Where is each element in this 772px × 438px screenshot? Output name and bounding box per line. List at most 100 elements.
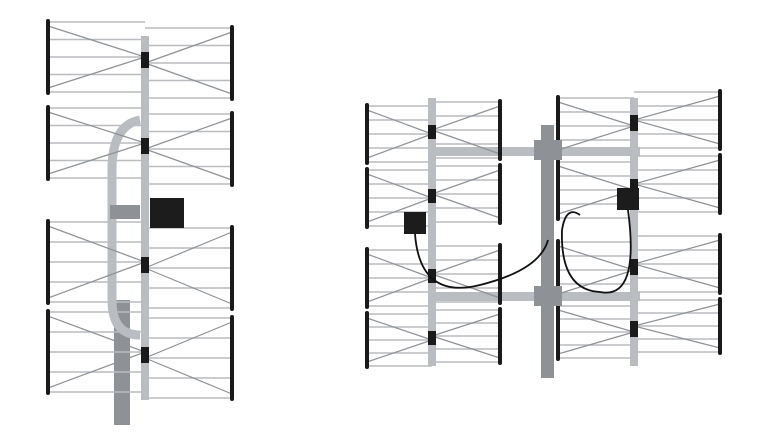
bowtie-wire xyxy=(47,111,146,144)
end-cap xyxy=(718,153,722,215)
bowtie-wire xyxy=(431,335,501,359)
antenna-panel xyxy=(428,99,502,161)
end-cap xyxy=(365,311,369,369)
end-cap xyxy=(498,307,502,365)
bowtie-wire xyxy=(366,109,433,135)
feed-clip xyxy=(141,144,149,154)
antenna-panel xyxy=(141,225,234,311)
balun-box xyxy=(617,188,639,210)
bowtie-wire xyxy=(144,117,233,150)
bowtie-wire xyxy=(144,321,233,359)
end-cap xyxy=(230,111,234,187)
antenna-panel xyxy=(141,111,234,187)
feed-clip xyxy=(141,257,149,267)
bowtie-wire xyxy=(431,193,501,219)
feed-clip xyxy=(428,125,436,135)
bowtie-wire xyxy=(557,125,635,151)
bowtie-wire xyxy=(557,331,635,355)
bowtie-wire xyxy=(47,351,146,389)
feed-clip xyxy=(630,321,638,331)
bowtie-wire xyxy=(366,173,433,199)
bowtie-wire xyxy=(633,263,721,289)
end-cap xyxy=(46,219,50,305)
bowtie-wire xyxy=(144,62,233,95)
mast-clamp xyxy=(534,286,562,306)
bowtie-wire xyxy=(47,261,146,299)
feed-clip xyxy=(630,259,638,269)
bowtie-wire xyxy=(47,315,146,353)
antenna-panel xyxy=(428,163,502,225)
antenna-panel xyxy=(141,315,234,401)
bowtie-wire xyxy=(366,277,433,303)
end-cap xyxy=(46,309,50,395)
bowtie-wire xyxy=(431,313,501,337)
feed-clip xyxy=(141,263,149,273)
bowtie-wire xyxy=(366,253,433,279)
bowtie-wire xyxy=(633,239,721,265)
bowtie-wire xyxy=(557,245,635,271)
end-cap xyxy=(230,315,234,401)
left-antenna xyxy=(46,19,234,425)
coax-cable xyxy=(561,209,632,294)
coax-cable xyxy=(414,233,549,289)
bowtie-wire xyxy=(144,267,233,305)
bowtie-wire xyxy=(144,148,233,181)
feed-clip xyxy=(141,138,149,148)
feed-clip xyxy=(630,115,638,125)
end-cap xyxy=(498,163,502,225)
end-cap xyxy=(230,225,234,311)
antenna-panel xyxy=(556,303,638,361)
boom xyxy=(428,98,436,366)
bowtie-wire xyxy=(366,197,433,223)
feed-clip xyxy=(428,189,436,199)
feed-clip xyxy=(428,331,436,341)
bowtie-wire xyxy=(633,183,721,209)
antenna-panel xyxy=(428,307,502,365)
bowtie-wire xyxy=(366,133,433,159)
antenna-panel xyxy=(46,219,149,305)
antenna-panel xyxy=(46,105,149,181)
end-cap xyxy=(718,233,722,295)
support-arm xyxy=(107,115,142,340)
end-cap xyxy=(365,167,369,229)
bowtie-wire xyxy=(557,101,635,127)
mast-clamp xyxy=(110,205,140,219)
right-antenna xyxy=(365,89,722,378)
antenna-panel xyxy=(46,309,149,395)
end-cap xyxy=(556,303,560,361)
bowtie-wire xyxy=(557,165,635,191)
boom xyxy=(630,98,638,366)
bowtie-wire xyxy=(633,95,721,121)
bowtie-wire xyxy=(431,273,501,299)
antenna-panel xyxy=(630,89,722,151)
feed-clip xyxy=(141,353,149,363)
antenna-panel xyxy=(428,243,502,305)
antenna-panel xyxy=(630,233,722,295)
bowtie-wire xyxy=(47,225,146,263)
end-cap xyxy=(718,89,722,151)
feed-clip xyxy=(630,327,638,337)
end-cap xyxy=(46,105,50,181)
bowtie-wire xyxy=(557,269,635,295)
balun-box xyxy=(150,198,184,228)
bowtie-wire xyxy=(431,249,501,275)
bowtie-wire xyxy=(47,25,146,58)
bowtie-wire xyxy=(366,317,433,341)
bowtie-wire xyxy=(633,303,721,327)
end-cap xyxy=(556,159,560,221)
end-cap xyxy=(365,103,369,165)
bowtie-wire xyxy=(431,129,501,155)
antenna-panel xyxy=(46,19,149,95)
end-cap xyxy=(230,25,234,101)
end-cap xyxy=(556,239,560,301)
antenna-panel xyxy=(141,25,234,101)
feed-clip xyxy=(630,265,638,275)
bowtie-wire xyxy=(144,357,233,395)
bowtie-wire xyxy=(144,31,233,64)
bowtie-wire xyxy=(557,309,635,333)
mast xyxy=(541,125,554,378)
mast-clamp xyxy=(534,140,562,160)
feed-clip xyxy=(141,52,149,62)
end-cap xyxy=(365,247,369,309)
antenna-panel xyxy=(365,247,436,309)
